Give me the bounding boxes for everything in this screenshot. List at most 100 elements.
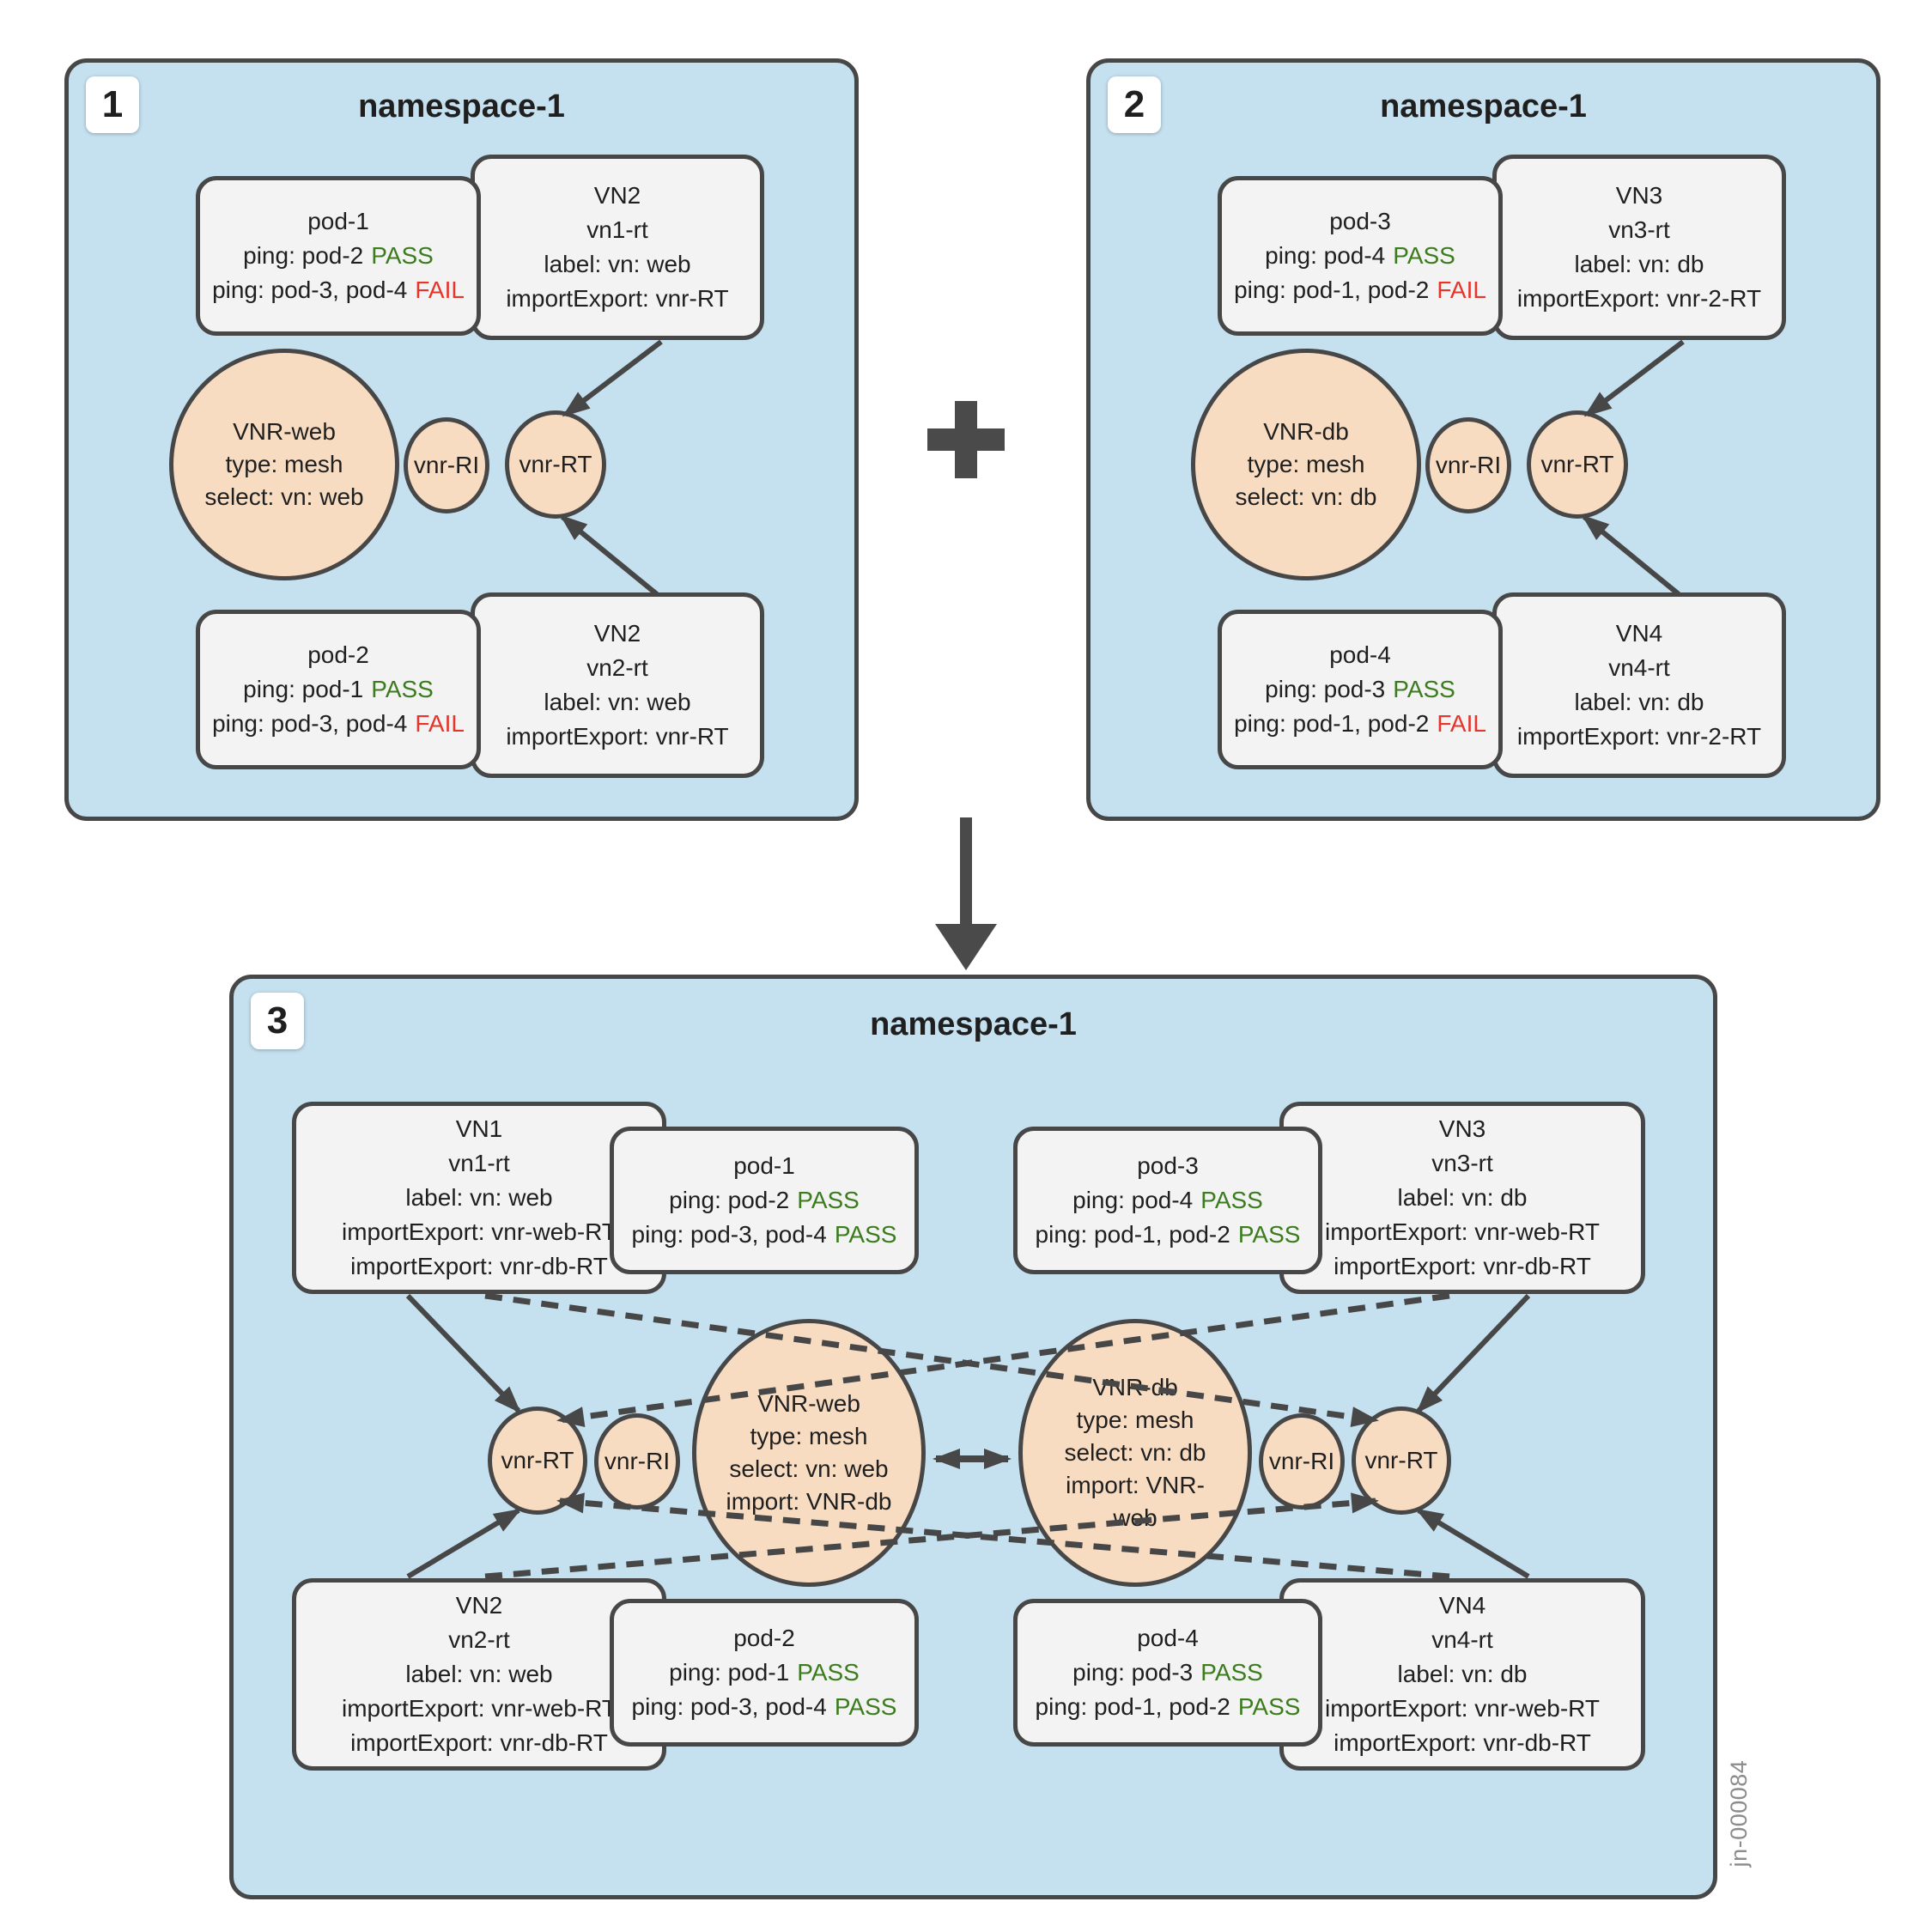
merge-down-arrow-head (935, 924, 997, 970)
pod-name: pod-3 (1329, 208, 1391, 234)
vnr-ri-label: vnr-RI (604, 1448, 671, 1474)
vn-name: VN3 (1615, 182, 1663, 209)
vnr-rt-label: vnr-RT (519, 451, 592, 477)
vn-import-export: importExport: vnr-RT (506, 723, 729, 750)
vnr-rt-left-node-panel3: vnr-RT (488, 1406, 587, 1515)
vnr-rt-right-node-panel3: vnr-RT (1352, 1406, 1451, 1515)
vn3-box-panel2: VN3 vn3-rt label: vn: db importExport: v… (1492, 155, 1786, 340)
vn-import-export: importExport: vnr-db-RT (1334, 1729, 1591, 1756)
vnr-ri-node-panel1: vnr-RI (404, 417, 489, 513)
ping-target: ping: pod-2 (669, 1187, 790, 1213)
vn-import-export: importExport: vnr-db-RT (1334, 1253, 1591, 1279)
vnr-rt-label: vnr-RT (501, 1447, 574, 1473)
vn-import-export: importExport: vnr-web-RT (1324, 1695, 1600, 1722)
ping-target: ping: pod-3 (1072, 1659, 1194, 1686)
panel-3-badge: 3 (251, 993, 304, 1049)
vn-label: label: vn: web (544, 251, 691, 277)
vn-label: label: vn: web (544, 689, 691, 715)
ping-target: ping: pod-4 (1072, 1187, 1194, 1213)
vnr-web-node-panel3: VNR-web type: mesh select: vn: web impor… (692, 1319, 926, 1587)
vn-import-export: importExport: vnr-db-RT (350, 1253, 608, 1279)
vn2-box-panel3: VN2 vn2-rt label: vn: web importExport: … (292, 1578, 666, 1771)
ping-status-fail: FAIL (1437, 276, 1486, 303)
pod-name: pod-4 (1137, 1625, 1199, 1651)
panel-2-title: namespace-1 (1380, 88, 1587, 125)
vnr-ri-label: vnr-RI (413, 452, 480, 478)
pod-1-box-panel1: pod-1 ping: pod-2 PASS ping: pod-3, pod-4… (196, 176, 481, 336)
vn-name: VN2 (455, 1592, 503, 1619)
vn-rt-name: vn4-rt (1431, 1626, 1493, 1653)
ping-target: ping: pod-2 (243, 242, 364, 269)
ping-line: ping: pod-4 PASS (1265, 239, 1455, 273)
ping-status-pass: PASS (1393, 242, 1455, 269)
vnr-name: VNR-web (757, 1390, 860, 1417)
vnr-rt-node-panel1: vnr-RT (505, 410, 606, 519)
pod-name: pod-1 (307, 208, 369, 234)
ping-target: ping: pod-1, pod-2 (1035, 1221, 1230, 1248)
ping-target: ping: pod-3, pod-4 (212, 276, 408, 303)
pod-name: pod-4 (1329, 641, 1391, 668)
vnr-import: import: VNR-web (1066, 1472, 1205, 1531)
vn3-box-panel3: VN3 vn3-rt label: vn: db importExport: v… (1279, 1102, 1645, 1294)
vn-name: VN3 (1438, 1115, 1486, 1142)
vn-label: label: vn: web (405, 1184, 553, 1211)
vn-rt-name: vn1-rt (448, 1150, 510, 1176)
vn-import-export: importExport: vnr-db-RT (350, 1729, 608, 1756)
vnr-type: type: mesh (750, 1423, 868, 1449)
vn-label: label: vn: web (405, 1661, 553, 1687)
plus-operator-icon (927, 401, 1005, 478)
ping-line: ping: pod-2 PASS (243, 239, 434, 273)
panel-3-title: namespace-1 (870, 1006, 1077, 1042)
vnr-ri-right-node-panel3: vnr-RI (1259, 1413, 1345, 1510)
vn-name: VN4 (1438, 1592, 1486, 1619)
ping-status-fail: FAIL (415, 710, 465, 737)
ping-target: ping: pod-1 (243, 676, 364, 702)
vn-label: label: vn: db (1397, 1661, 1528, 1687)
vnr-db-node-panel2: VNR-db type: mesh select: vn: db (1191, 349, 1421, 580)
vn-import-export: importExport: vnr-2-RT (1516, 723, 1762, 750)
vn-import-export: importExport: vnr-2-RT (1516, 285, 1762, 312)
panel-1-badge: 1 (86, 76, 139, 133)
vn4-box-panel3: VN4 vn4-rt label: vn: db importExport: v… (1279, 1578, 1645, 1771)
vn1-box-panel3: VN1 vn1-rt label: vn: web importExport: … (292, 1102, 666, 1294)
vnr-select: select: vn: web (204, 483, 364, 510)
vnr-name: VNR-web (233, 418, 336, 445)
vnr-web-node-panel1: VNR-web type: mesh select: vn: web (169, 349, 399, 580)
ping-line: ping: pod-3, pod-4 FAIL (212, 707, 465, 741)
ping-status-pass: PASS (1200, 1659, 1263, 1686)
ping-target: ping: pod-3, pod-4 (212, 710, 408, 737)
ping-status-pass: PASS (1200, 1187, 1263, 1213)
vnr-ri-node-panel2: vnr-RI (1425, 417, 1511, 513)
ping-target: ping: pod-1 (669, 1659, 790, 1686)
vnr-select: select: vn: db (1064, 1439, 1206, 1466)
vnr-ri-left-node-panel3: vnr-RI (594, 1413, 680, 1510)
ping-target: ping: pod-4 (1265, 242, 1386, 269)
pod-name: pod-3 (1137, 1152, 1199, 1179)
ping-target: ping: pod-1, pod-2 (1234, 710, 1430, 737)
vnr-type: type: mesh (225, 451, 343, 477)
vnr-type: type: mesh (1076, 1406, 1194, 1433)
vn-rt-name: vn3-rt (1608, 216, 1670, 243)
vn-import-export: importExport: vnr-web-RT (341, 1695, 617, 1722)
ping-status-pass: PASS (371, 242, 434, 269)
pod-name: pod-2 (733, 1625, 795, 1651)
vnr-name: VNR-db (1092, 1374, 1178, 1400)
vnr-rt-node-panel2: vnr-RT (1527, 410, 1628, 519)
vn-label: label: vn: db (1574, 689, 1704, 715)
vn-import-export: importExport: vnr-RT (506, 285, 729, 312)
vn-name: VN1 (455, 1115, 503, 1142)
ping-status-pass: PASS (1393, 676, 1455, 702)
